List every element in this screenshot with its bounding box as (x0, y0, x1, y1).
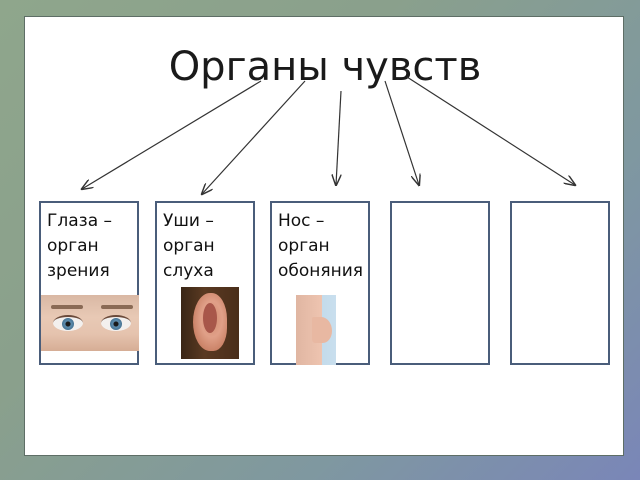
arrow-4 (384, 80, 419, 185)
arrows (25, 76, 625, 457)
arrow-3 (336, 90, 342, 185)
arrow-1 (82, 80, 262, 189)
nose-tip (312, 317, 332, 343)
ear-photo (181, 287, 239, 359)
diagram-title: Органы чувств (168, 44, 482, 90)
box-nose: Нос – орган обоняния (270, 201, 370, 365)
eyes-photo (41, 295, 139, 351)
box-nose-label: Нос – орган обоняния (278, 211, 364, 281)
box-empty-5 (510, 201, 610, 365)
box-empty-4 (390, 201, 490, 365)
arrow-2 (202, 80, 306, 194)
right-brow (101, 305, 133, 309)
box-eyes-label: Глаза – орган зрения (47, 211, 113, 281)
nose-photo (296, 295, 336, 365)
ear-inner (203, 303, 217, 333)
left-eye (53, 315, 83, 331)
right-eye (101, 315, 131, 331)
box-eyes: Глаза – орган зрения (39, 201, 139, 365)
box-ears-label: Уши – орган слуха (163, 211, 215, 281)
box-ears: Уши – орган слуха (155, 201, 255, 365)
left-brow (51, 305, 83, 309)
arrow-5 (406, 76, 575, 185)
slide: Органы чувств Глаза – орган зрения Уши –… (24, 16, 624, 456)
